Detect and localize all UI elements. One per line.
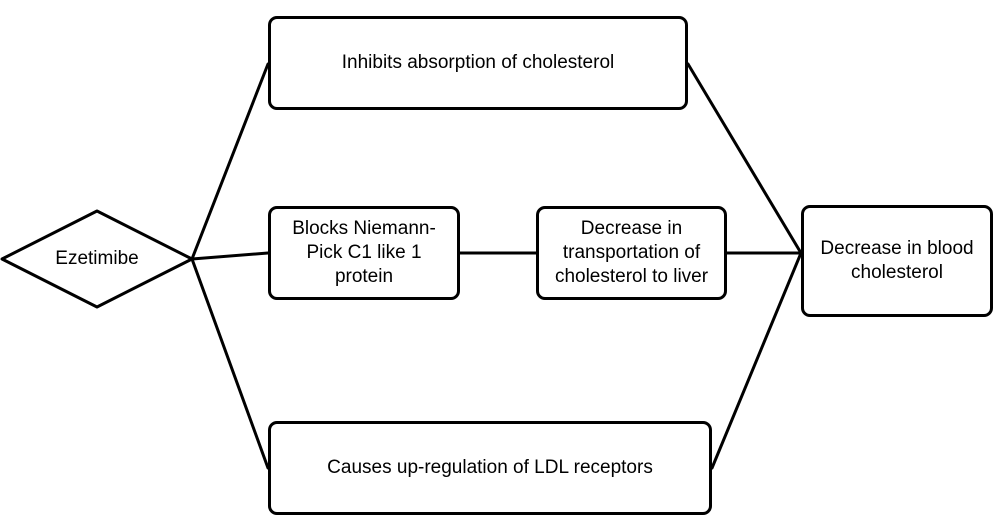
decrease-transport-box: Decrease in transportation of cholestero… xyxy=(536,206,727,300)
connector-ezetimibe-to-upregulation xyxy=(190,257,270,470)
decrease-blood-cholesterol-box: Decrease in blood cholesterol xyxy=(801,205,993,317)
connector-ezetimibe-to-blocks xyxy=(190,251,270,261)
connector-inhibits-to-decrease-blood xyxy=(686,62,803,255)
upregulation-ldl-text: Causes up-regulation of LDL receptors xyxy=(327,457,653,478)
inhibits-absorption-box: Inhibits absorption of cholesterol xyxy=(268,16,688,110)
blocks-npc1l1-box: Blocks Niemann-Pick C1 like 1 protein xyxy=(268,206,460,300)
upregulation-ldl-box: Causes up-regulation of LDL receptors xyxy=(268,421,712,515)
inhibits-absorption-text: Inhibits absorption of cholesterol xyxy=(341,52,615,73)
ezetimibe-diamond-shape xyxy=(0,209,194,309)
ezetimibe-label-text: Ezetimibe xyxy=(55,248,139,269)
connector-ezetimibe-to-inhibits xyxy=(190,62,270,261)
ezetimibe-label: Ezetimibe xyxy=(2,211,192,307)
connector-upregulation-to-decrease-blood xyxy=(710,251,803,470)
decrease-transport-text: Decrease in transportation of cholestero… xyxy=(554,218,709,287)
decrease-blood-cholesterol-text: Decrease in blood cholesterol xyxy=(820,238,974,283)
blocks-npc1l1-text: Blocks Niemann-Pick C1 like 1 protein xyxy=(292,218,436,287)
